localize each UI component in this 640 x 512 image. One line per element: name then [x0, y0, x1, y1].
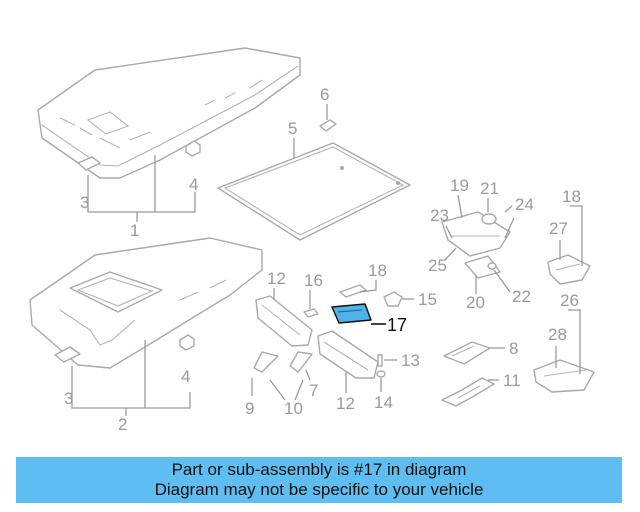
callout-12-lower: 12 — [336, 394, 355, 413]
callout-26: 25 — [428, 256, 447, 275]
callout-25-right: 24 — [515, 195, 534, 214]
headliner-upper — [37, 47, 301, 179]
callout-24: 26 — [560, 291, 579, 310]
rear-lamp-24 — [533, 359, 595, 393]
callout-11: 11 — [503, 371, 521, 390]
callout-9: 10 — [284, 399, 303, 418]
callout-5: 5 — [288, 119, 297, 138]
callout-17: 17 — [387, 315, 407, 335]
callout-2: 2 — [118, 415, 127, 434]
info-banner: Part or sub-assembly is #17 in diagram D… — [16, 457, 622, 503]
callout-10: 8 — [509, 339, 518, 358]
bracket-21-22 — [464, 255, 501, 279]
callout-18: 18 — [368, 261, 387, 280]
callout-1: 1 — [130, 221, 139, 240]
callout-4-upper: 4 — [189, 175, 198, 194]
grab-handle-7 — [289, 351, 313, 373]
callout-27: 27 — [549, 219, 568, 238]
callout-16: 16 — [304, 271, 323, 290]
dome-lamp-assembly — [441, 211, 511, 257]
callout-23: 21 — [480, 179, 499, 198]
banner-line-1: Part or sub-assembly is #17 in diagram — [171, 460, 467, 479]
clip-6 — [319, 119, 337, 132]
grip-4-lower — [179, 334, 195, 351]
callout-22: 22 — [512, 287, 531, 306]
callout-13: 13 — [401, 351, 420, 370]
grab-handle-8 — [253, 351, 279, 373]
callout-3-lower: 3 — [64, 389, 73, 408]
pin-16 — [303, 308, 319, 318]
bracket-15 — [383, 291, 403, 307]
cap-14 — [376, 370, 386, 378]
callout-12-upper: 12 — [267, 269, 286, 288]
screw-13 — [377, 354, 383, 367]
map-lamp-19 — [547, 254, 591, 285]
bracket-11 — [441, 377, 495, 407]
callout-25-left: 23 — [430, 206, 449, 225]
callout-7: 7 — [309, 381, 318, 400]
vanity-mirror-17[interactable] — [331, 303, 372, 324]
leaders-8-9-7 — [251, 369, 311, 401]
callout-20: 19 — [450, 176, 469, 195]
callout-4-lower: 4 — [181, 367, 190, 386]
grip-4-upper — [185, 140, 201, 157]
sunvisor-clip-3-lower — [54, 346, 81, 363]
callout-3-upper: 3 — [80, 193, 89, 212]
callout-6: 6 — [320, 85, 329, 104]
sunroof-panel-5 — [217, 142, 411, 241]
callout-15: 15 — [418, 290, 437, 309]
leaders-part-1 — [87, 155, 196, 213]
leaders-part-2 — [71, 340, 191, 409]
sun-visor-12-lower — [317, 330, 379, 379]
banner-line-2: Diagram may not be specific to your vehi… — [154, 480, 484, 499]
leaders-24-28 — [555, 309, 581, 374]
callout-19: 18 — [562, 187, 581, 206]
lens-10 — [443, 341, 491, 365]
sunvisor-clip-3-upper — [77, 156, 101, 171]
parts-diagram: 3 4 1 5 6 3 4 2 12 — [29, 47, 595, 434]
sun-visor-12-upper — [255, 295, 313, 347]
mirror-cover-18 — [339, 284, 367, 298]
callout-14: 14 — [374, 393, 393, 412]
callout-28: 28 — [548, 325, 567, 344]
leaders-19-27 — [559, 205, 583, 266]
callout-21: 20 — [466, 293, 485, 312]
callout-8: 9 — [245, 399, 254, 418]
headliner-lower — [29, 237, 263, 369]
